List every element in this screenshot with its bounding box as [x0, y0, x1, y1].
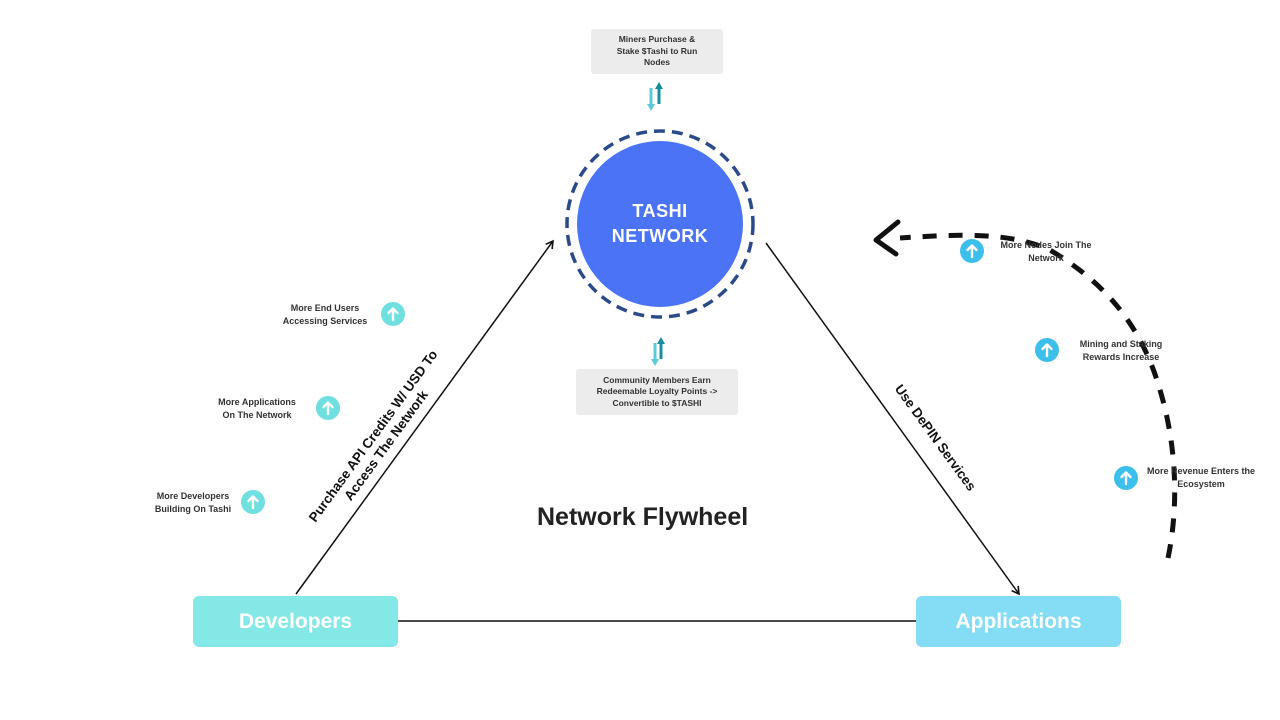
benefit-label: More End Users Accessing Services	[270, 302, 380, 328]
benefit-line: More Developers	[156, 491, 230, 501]
benefit-line: Accessing Services	[282, 316, 368, 326]
diagram-title: Network Flywheel	[537, 503, 749, 531]
exchange-arrows-icon	[651, 337, 665, 366]
community-rewards-note: Community Members Earn Redeemable Loyalt…	[576, 369, 738, 415]
benefit-line: Building On Tashi	[154, 504, 232, 514]
benefit-line: More Revenue Enters the	[1146, 466, 1256, 476]
exchange-arrows-icon	[647, 82, 663, 111]
arrow-up-circle-icon	[241, 490, 265, 514]
edge-developers-to-network	[295, 239, 554, 595]
arrow-up-circle-icon	[1114, 466, 1138, 490]
developers-node: Developers	[193, 596, 398, 647]
benefit-label: More Applications On The Network	[202, 396, 312, 422]
hub-label-line1: TASHI	[632, 201, 688, 221]
miners-stake-note: Miners Purchase & Stake $Tashi to Run No…	[591, 29, 723, 74]
benefit-line: More Applications	[218, 397, 296, 407]
benefit-line: Network	[1028, 253, 1064, 263]
benefit-line: On The Network	[222, 410, 292, 420]
arrow-up-circle-icon	[1035, 338, 1059, 362]
arrow-up-circle-icon	[316, 396, 340, 420]
note-line: Nodes	[644, 57, 670, 68]
arrow-up-circle-icon	[960, 239, 984, 263]
edge-network-to-applications	[765, 242, 1020, 596]
benefit-label: Mining and Staking Rewards Increase	[1066, 338, 1176, 364]
note-line: Miners Purchase &	[618, 34, 696, 45]
benefit-line: Rewards Increase	[1082, 352, 1160, 362]
benefit-label: More Nodes Join The Network	[990, 239, 1102, 265]
benefit-label: More Revenue Enters the Ecosystem	[1140, 465, 1262, 491]
hub-label-line2: NETWORK	[611, 226, 709, 246]
benefit-line: More End Users	[290, 303, 360, 313]
note-line: Stake $Tashi to Run	[616, 45, 698, 56]
hub-dashed-ring	[565, 129, 755, 319]
benefit-label: More Developers Building On Tashi	[140, 490, 246, 516]
note-line: Community Members Earn	[603, 374, 711, 385]
arrow-up-circle-icon	[381, 302, 405, 326]
applications-node: Applications	[916, 596, 1121, 647]
benefit-line: Mining and Staking	[1079, 339, 1163, 349]
note-line: Redeemable Loyalty Points ->	[596, 386, 718, 397]
tashi-network-hub: TASHI NETWORK	[577, 141, 743, 307]
benefit-line: Ecosystem	[1177, 479, 1225, 489]
benefit-line: More Nodes Join The	[1000, 240, 1092, 250]
note-line: Convertible to $TASHI	[612, 397, 702, 408]
dashed-return-arrow-icon	[873, 219, 1178, 559]
